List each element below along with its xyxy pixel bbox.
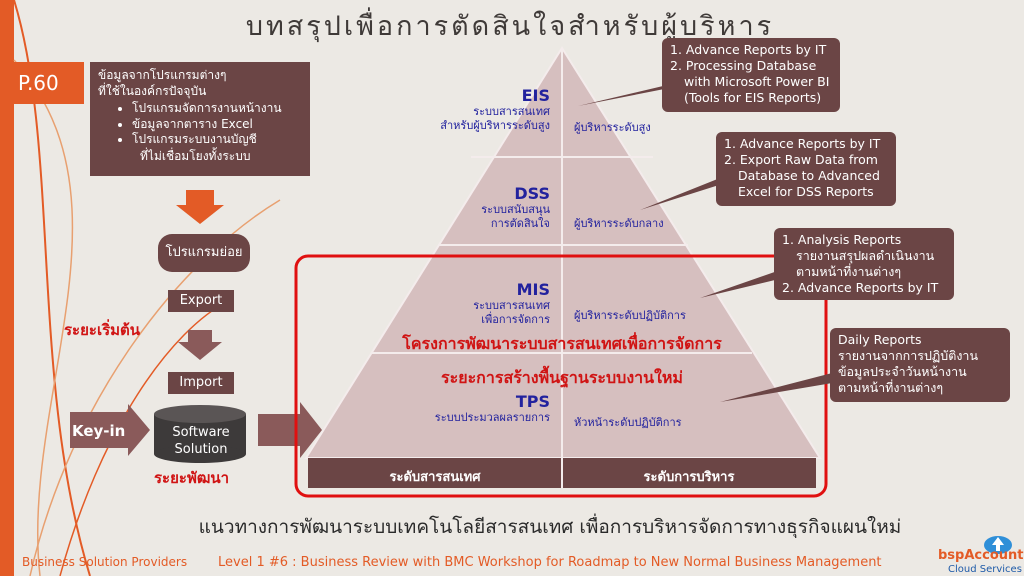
- callout-line: 2. Export Raw Data from: [724, 152, 878, 167]
- source-info-box: ข้อมูลจากโปรแกรมต่างๆ ที่ใช้ในองค์กรปัจจ…: [90, 62, 310, 176]
- dss-callout: 1. Advance Reports by IT 2. Export Raw D…: [716, 132, 896, 206]
- tps-callout: Daily Reports รายงานจากการปฏิบัติงาน ข้อ…: [830, 328, 1010, 402]
- callout-line: Daily Reports: [838, 332, 922, 347]
- cylinder-bottom: [154, 445, 246, 463]
- sub-program-box: โปรแกรมย่อย: [158, 234, 250, 272]
- callout-line: ข้อมูลประจำวันหน้างาน: [838, 364, 967, 379]
- info-level-label: ระดับสารสนเทศ: [389, 470, 481, 485]
- callout-line: (Tools for EIS Reports): [684, 90, 822, 105]
- key-in-arrow: [70, 404, 150, 456]
- info-line: ที่ใช้ในองค์กรปัจจุบัน: [98, 84, 207, 98]
- footer-course-title: Level 1 #6 : Business Review with BMC Wo…: [218, 555, 882, 570]
- mis-desc: ระบบสารสนเทศ: [473, 299, 550, 312]
- eis-manager: ผู้บริหารระดับสูง: [574, 121, 651, 134]
- stage-dev-label: ระยะพัฒนา: [154, 469, 230, 487]
- callout-line: 2. Processing Database: [670, 58, 817, 73]
- decor-curve: [29, 199, 281, 576]
- dss-abbr: DSS: [514, 184, 550, 203]
- info-item-continuation: ที่ไม่เชื่อมโยงทั้งระบบ: [140, 148, 251, 163]
- tps-manager: หัวหน้าระดับปฏิบัติการ: [574, 416, 682, 429]
- cylinder-top: [154, 405, 246, 423]
- mis-desc: เพื่อการจัดการ: [481, 313, 550, 326]
- callout-line: with Microsoft Power BI: [684, 74, 830, 89]
- callout-line: ตามหน้าที่งานต่างๆ: [796, 264, 902, 279]
- dss-desc: การตัดสินใจ: [490, 217, 550, 230]
- info-line: ข้อมูลจากโปรแกรมต่างๆ: [98, 68, 227, 82]
- dss-level: DSS ระบบสนับสนุน การตัดสินใจ: [400, 184, 550, 231]
- management-level-label: ระดับการบริหาร: [643, 470, 735, 485]
- dss-desc: ระบบสนับสนุน: [481, 203, 550, 216]
- info-item: โปรแกรมจัดการงานหน้างาน: [132, 101, 302, 117]
- software-solution-label: Software Solution: [156, 424, 246, 458]
- down-arrow-orange: [176, 190, 224, 224]
- to-pyramid-arrow: [258, 402, 322, 458]
- callout-line: รายงานสรุปผลดำเนินงาน: [796, 248, 935, 263]
- callout-line: Database to Advanced: [738, 168, 880, 183]
- decor-curve: [13, 59, 74, 576]
- import-box: Import: [168, 372, 234, 394]
- callout-line: Excel for DSS Reports: [738, 184, 874, 199]
- eis-abbr: EIS: [521, 86, 550, 105]
- tps-desc: ระบบประมวลผลรายการ: [434, 411, 550, 424]
- callout-line: รายงานจากการปฏิบัติงาน: [838, 348, 978, 363]
- left-accent-bar: [0, 0, 14, 576]
- callout-line: ตามหน้าที่งานต่างๆ: [838, 380, 944, 395]
- stage-start-label: ระยะเริ่มต้น: [64, 321, 141, 339]
- brand-logo-subtext: Cloud Services: [948, 564, 1022, 575]
- tps-level: TPS ระบบประมวลผลรายการ: [400, 392, 550, 425]
- callout-line: 2. Advance Reports by IT: [782, 280, 939, 295]
- callout-line: 1. Analysis Reports: [782, 232, 902, 247]
- mis-abbr: MIS: [516, 280, 550, 299]
- eis-desc: สำหรับผู้บริหารระดับสูง: [440, 119, 550, 132]
- slide-subtitle: แนวทางการพัฒนาระบบเทคโนโลยีสารสนเทศ เพื่…: [198, 516, 902, 538]
- dss-manager: ผู้บริหารระดับกลาง: [574, 217, 664, 230]
- key-in-label: Key-in: [72, 422, 126, 440]
- decor-curve: [59, 299, 231, 576]
- page-title: บทสรุปเพื่อการตัดสินใจสำหรับผู้บริหาร: [245, 11, 775, 42]
- phase-title: ระยะการสร้างพื้นฐานระบบงานใหม่: [441, 368, 683, 387]
- export-box: Export: [168, 290, 234, 312]
- eis-level: EIS ระบบสารสนเทศ สำหรับผู้บริหารระดับสูง: [400, 86, 550, 133]
- info-item: โปรแกรมระบบงานบัญชี: [132, 132, 302, 148]
- software-line: Solution: [174, 442, 228, 457]
- mis-level: MIS ระบบสารสนเทศ เพื่อการจัดการ: [400, 280, 550, 327]
- callout-pointer: [720, 372, 850, 402]
- eis-callout: 1. Advance Reports by IT 2. Processing D…: [662, 38, 840, 112]
- software-line: Software: [172, 425, 230, 440]
- callout-line: 1. Advance Reports by IT: [724, 136, 881, 151]
- project-title: โครงการพัฒนาระบบสารสนเทศเพื่อการจัดการ: [402, 334, 722, 353]
- mis-manager: ผู้บริหารระดับปฏิบัติการ: [574, 309, 686, 322]
- callout-line: 1. Advance Reports by IT: [670, 42, 827, 57]
- footer-company: Business Solution Providers: [22, 555, 188, 569]
- mis-callout: 1. Analysis Reports รายงานสรุปผลดำเนินงา…: [774, 228, 954, 300]
- down-arrow: [178, 330, 222, 360]
- eis-desc: ระบบสารสนเทศ: [473, 105, 550, 118]
- page-number-badge: P.60: [0, 62, 84, 104]
- brand-logo-text: bspAccount: [938, 548, 1024, 563]
- tps-abbr: TPS: [515, 392, 550, 411]
- info-item: ข้อมูลจากตาราง Excel: [132, 117, 302, 133]
